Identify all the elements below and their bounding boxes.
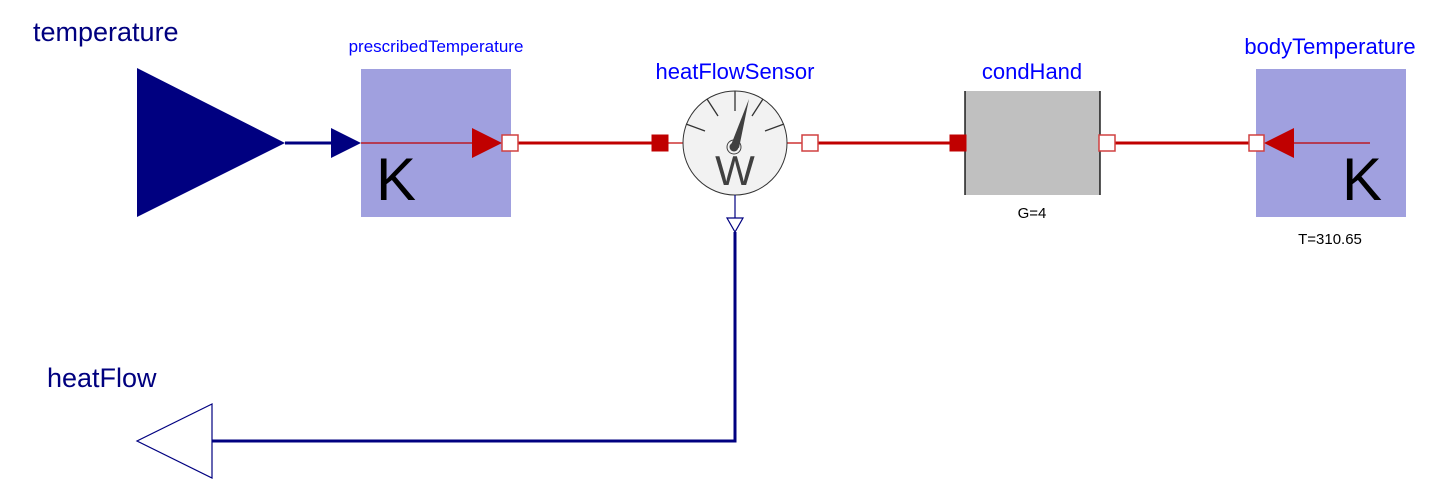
bodyTemperature-label: bodyTemperature xyxy=(1244,34,1415,59)
heat-port-b[interactable] xyxy=(1098,134,1116,152)
condHand-body xyxy=(965,91,1100,195)
heatFlow-output[interactable]: heatFlow xyxy=(47,363,213,479)
heatFlowSensor-component[interactable]: heatFlowSensor W xyxy=(651,59,819,234)
needle-ring xyxy=(726,139,742,155)
gauge-ticks xyxy=(685,91,785,132)
heat-port-a[interactable] xyxy=(949,134,967,152)
heatFlow-label: heatFlow xyxy=(47,363,157,393)
heatFlowSensor-label: heatFlowSensor xyxy=(656,59,815,84)
unit-symbol-K: K xyxy=(376,146,416,213)
unit-symbol-W: W xyxy=(715,147,755,194)
output-triangle-icon xyxy=(135,403,213,479)
condHand-parameter: G=4 xyxy=(1018,205,1047,222)
condHand-component[interactable]: condHand G=4 xyxy=(949,59,1116,222)
prescribedTemperature-label: prescribedTemperature xyxy=(349,37,524,56)
heat-port-a[interactable] xyxy=(651,134,669,152)
signal-input-arrow-icon[interactable] xyxy=(331,128,361,158)
bodyTemperature-component[interactable]: bodyTemperature K T=310.65 xyxy=(1244,34,1415,248)
prescribedTemperature-component[interactable]: prescribedTemperature K xyxy=(331,37,523,217)
heat-arrow-icon xyxy=(1264,128,1294,158)
temperature-label: temperature xyxy=(33,17,179,47)
heat-arrow-icon xyxy=(472,128,502,158)
input-triangle-icon xyxy=(137,68,285,217)
gauge-needle-icon xyxy=(731,99,749,148)
condHand-label: condHand xyxy=(982,59,1082,84)
heat-port-b[interactable] xyxy=(801,134,819,152)
signal-output-arrow-icon[interactable] xyxy=(725,217,745,234)
needle-hub xyxy=(729,142,739,152)
connection-heatFlowSensor-to-heatFlow[interactable] xyxy=(212,232,737,443)
temperature-input[interactable]: temperature xyxy=(33,17,285,217)
heat-port-b[interactable] xyxy=(501,134,519,152)
heat-port[interactable] xyxy=(1248,134,1265,152)
bodyTemperature-parameter: T=310.65 xyxy=(1298,231,1362,248)
unit-symbol-K: K xyxy=(1342,146,1382,213)
